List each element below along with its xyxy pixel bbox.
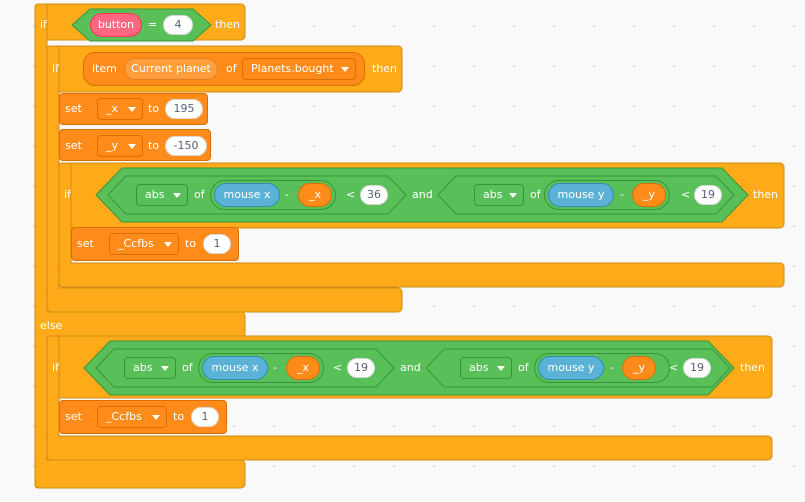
set-keyword: set xyxy=(77,237,94,250)
minus-sign: - xyxy=(285,188,289,201)
minus-sign: - xyxy=(610,361,614,374)
abs-label: abs xyxy=(469,361,489,374)
chevron-down-icon xyxy=(341,67,349,72)
then-keyword: then xyxy=(753,188,779,201)
set-keyword: set xyxy=(65,102,82,115)
limit-input[interactable]: 19 xyxy=(347,358,375,378)
variable-dropdown-ccfbs[interactable]: _Ccfbs xyxy=(109,233,179,255)
abs-dropdown[interactable]: abs xyxy=(124,357,176,379)
chevron-down-icon xyxy=(497,366,505,371)
to-keyword: to xyxy=(173,410,185,423)
var-y-reporter[interactable]: _y xyxy=(622,356,656,380)
abs-label: abs xyxy=(145,188,165,201)
abs-label: abs xyxy=(483,188,503,201)
set-keyword: set xyxy=(65,410,82,423)
to-keyword: to xyxy=(148,139,160,152)
else-keyword: else xyxy=(40,319,63,332)
if-keyword: if xyxy=(40,18,47,31)
list-dropdown-label: Planets.bought xyxy=(251,62,334,75)
set-y-value-input[interactable]: -150 xyxy=(165,136,207,156)
abs-dropdown[interactable]: abs xyxy=(460,357,512,379)
variable-label: _y xyxy=(106,139,119,152)
to-keyword: to xyxy=(148,102,160,115)
minus-sign: - xyxy=(273,361,277,374)
limit-input[interactable]: 19 xyxy=(683,358,711,378)
chevron-down-icon xyxy=(164,242,172,247)
chevron-down-icon xyxy=(161,366,169,371)
chevron-down-icon xyxy=(509,193,517,198)
and-keyword: and xyxy=(400,361,421,374)
mouse-x-reporter[interactable]: mouse x xyxy=(214,183,280,207)
variable-dropdown-y[interactable]: _y xyxy=(97,135,143,157)
mouse-y-reporter[interactable]: mouse y xyxy=(538,356,604,380)
button-reporter[interactable]: button xyxy=(90,13,142,37)
equals-value-input[interactable]: 4 xyxy=(163,15,193,35)
mouse-y-reporter[interactable]: mouse y xyxy=(548,183,614,207)
minus-sign: - xyxy=(620,188,624,201)
var-x-reporter[interactable]: _x xyxy=(286,356,320,380)
variable-dropdown-ccfbs[interactable]: _Ccfbs xyxy=(97,406,167,428)
to-keyword: to xyxy=(185,237,197,250)
set-keyword: set xyxy=(65,139,82,152)
abs-dropdown[interactable]: abs xyxy=(474,184,524,206)
chevron-down-icon xyxy=(152,415,160,420)
then-keyword: then xyxy=(215,18,241,31)
mouse-x-reporter[interactable]: mouse x xyxy=(202,356,268,380)
less-than-sign: < xyxy=(669,361,679,374)
if-keyword: if xyxy=(52,361,59,374)
limit-input[interactable]: 36 xyxy=(360,185,388,205)
chevron-down-icon xyxy=(173,193,181,198)
var-y-reporter[interactable]: _y xyxy=(632,183,666,207)
equals-sign: = xyxy=(148,18,158,31)
list-dropdown[interactable]: Planets.bought xyxy=(242,58,356,80)
then-keyword: then xyxy=(740,361,766,374)
then-keyword: then xyxy=(372,62,398,75)
variable-label: _x xyxy=(106,102,119,115)
limit-input[interactable]: 19 xyxy=(694,185,722,205)
of-keyword: of xyxy=(530,188,541,201)
chevron-down-icon xyxy=(128,107,136,112)
of-keyword: of xyxy=(518,361,529,374)
variable-label: _Ccfbs xyxy=(118,237,154,250)
less-than-sign: < xyxy=(333,361,343,374)
less-than-sign: < xyxy=(346,188,356,201)
if-keyword: if xyxy=(64,188,71,201)
of-keyword: of xyxy=(226,62,237,75)
var-x-reporter[interactable]: _x xyxy=(298,183,332,207)
variable-label: _Ccfbs xyxy=(106,410,142,423)
abs-dropdown[interactable]: abs xyxy=(136,184,188,206)
variable-dropdown-x[interactable]: _x xyxy=(97,98,143,120)
set-ccfbs-value-input[interactable]: 1 xyxy=(191,407,219,427)
of-keyword: of xyxy=(182,361,193,374)
chevron-down-icon xyxy=(128,144,136,149)
set-x-value-input[interactable]: 195 xyxy=(165,99,203,119)
of-keyword: of xyxy=(194,188,205,201)
item-keyword: item xyxy=(92,62,117,75)
and-keyword: and xyxy=(412,188,433,201)
if-keyword: if xyxy=(52,62,59,75)
current-planet-reporter[interactable]: Current planet xyxy=(124,58,218,80)
less-than-sign: < xyxy=(681,188,691,201)
set-ccfbs-value-input[interactable]: 1 xyxy=(203,234,231,254)
abs-label: abs xyxy=(133,361,153,374)
